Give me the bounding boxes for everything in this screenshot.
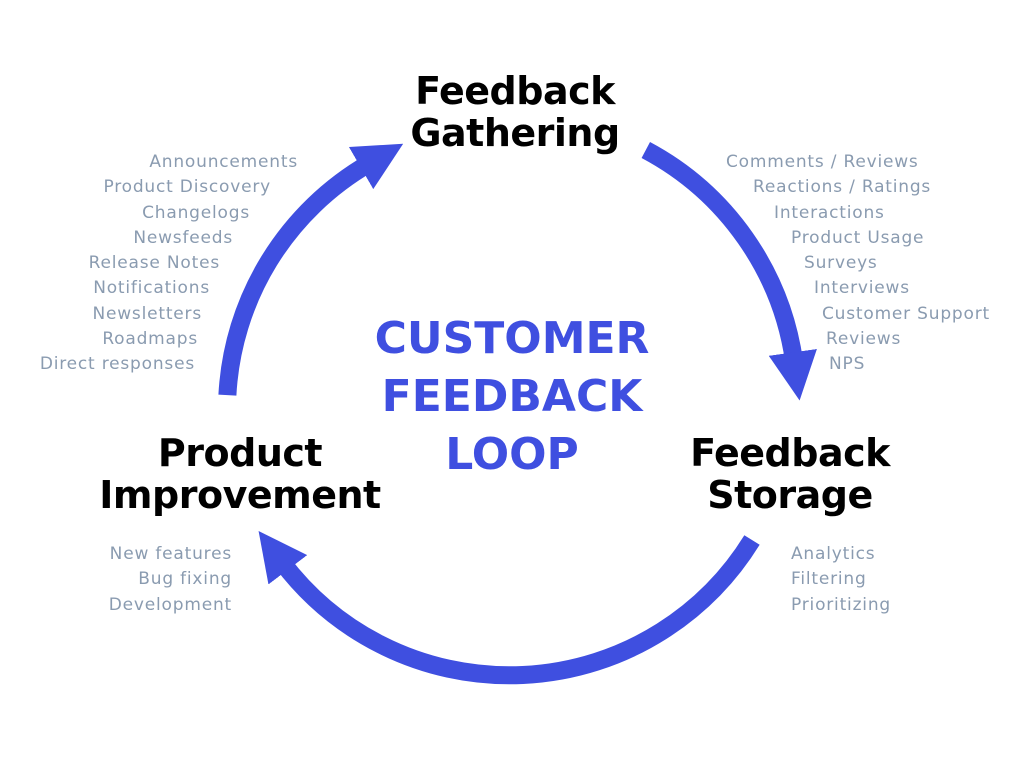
list-item: Changelogs — [142, 203, 250, 223]
stage-title: Feedback — [415, 69, 615, 113]
list-item: Product Usage — [791, 228, 925, 248]
list-item: Bug fixing — [138, 569, 232, 589]
list-item: Notifications — [93, 278, 210, 298]
title-line: CUSTOMER — [374, 313, 650, 364]
stage-title: Feedback — [690, 431, 890, 475]
arrow-improvement-to-gathering — [218, 143, 404, 396]
list-item: Interactions — [774, 203, 885, 223]
list-item: Roadmaps — [102, 329, 198, 349]
stage-product-improvement: Product Improvement — [95, 432, 385, 516]
list-item: Customer Support — [822, 304, 990, 324]
list-item: Development — [108, 595, 232, 615]
stage-title: Improvement — [99, 473, 381, 517]
list-item: Newsfeeds — [133, 228, 233, 248]
stage-title: Storage — [707, 473, 873, 517]
arrow-gathering-to-storage — [641, 142, 817, 401]
stage-feedback-storage: Feedback Storage — [660, 432, 920, 516]
list-item: Newsletters — [92, 304, 202, 324]
list-item: Filtering — [791, 569, 867, 589]
list-item: Direct responses — [39, 354, 195, 374]
diagram-title: CUSTOMER FEEDBACK LOOP — [312, 310, 712, 484]
list-item: Surveys — [804, 253, 878, 273]
list-item: Announcements — [149, 152, 298, 172]
list-item: Prioritizing — [791, 595, 891, 615]
title-line: LOOP — [445, 429, 579, 480]
list-item: Analytics — [791, 544, 876, 564]
list-item: Reviews — [826, 329, 902, 349]
list-item: Comments / Reviews — [726, 152, 919, 172]
stage-title: Gathering — [410, 111, 620, 155]
list-item: Product Discovery — [103, 177, 271, 197]
list-item: Interviews — [814, 278, 910, 298]
stage-feedback-gathering: Feedback Gathering — [380, 70, 650, 154]
list-item: Reactions / Ratings — [753, 177, 932, 197]
title-line: FEEDBACK — [381, 371, 643, 422]
list-item: New features — [109, 544, 232, 564]
stage-title: Product — [157, 431, 323, 475]
list-item: NPS — [829, 354, 866, 374]
arrow-storage-to-improvement — [258, 530, 760, 685]
list-item: Release Notes — [88, 253, 220, 273]
